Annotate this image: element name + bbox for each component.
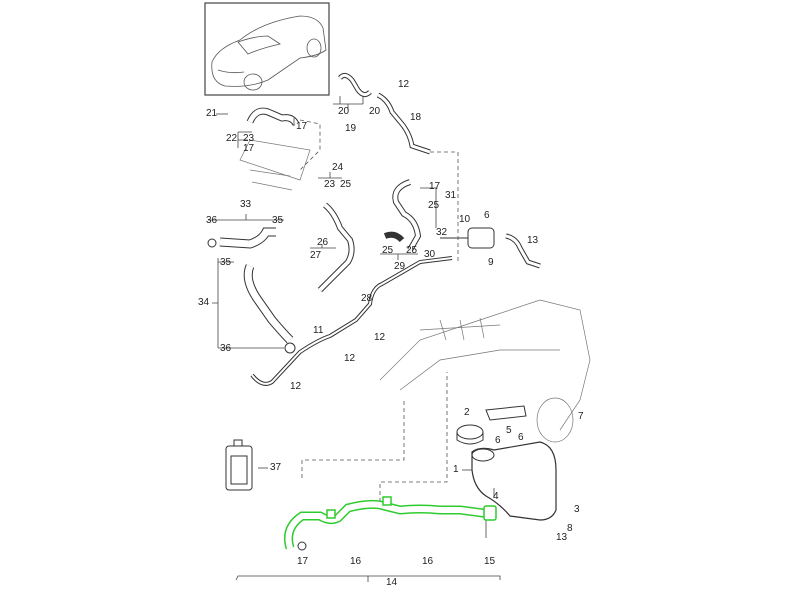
callout-19: 19: [345, 123, 357, 134]
callout-16: 16: [350, 556, 362, 567]
callout-32: 32: [436, 227, 448, 238]
callout-17: 17: [429, 181, 441, 192]
callout-7: 7: [578, 411, 584, 422]
callout-6: 6: [518, 432, 524, 443]
callout-14: 14: [386, 577, 398, 588]
callout-33: 33: [240, 199, 252, 210]
callout-23: 23: [324, 179, 336, 190]
callout-13: 13: [556, 532, 568, 543]
callout-5: 5: [506, 425, 512, 436]
callout-35: 35: [220, 257, 232, 268]
callout-6: 6: [484, 210, 490, 221]
callout-12: 12: [290, 381, 302, 392]
callout-20: 20: [369, 106, 381, 117]
highlighted-part-14: [284, 496, 497, 551]
callout-23: 23: [243, 133, 255, 144]
callout-12: 12: [344, 353, 356, 364]
callout-25: 25: [428, 200, 440, 211]
callout-28: 28: [361, 293, 373, 304]
callout-11: 11: [313, 325, 324, 336]
callout-20: 20: [338, 106, 350, 117]
callout-37: 37: [270, 462, 282, 473]
callout-25: 25: [340, 179, 352, 190]
callout-15: 15: [484, 556, 496, 567]
callout-36: 36: [220, 343, 232, 354]
vehicle-thumbnail-frame: [204, 2, 330, 96]
callout-10: 10: [459, 214, 471, 225]
callout-18: 18: [410, 112, 422, 123]
callout-4: 4: [493, 491, 499, 502]
callout-2: 2: [464, 407, 470, 418]
callout-31: 31: [445, 190, 457, 201]
callout-35: 35: [272, 215, 284, 226]
callout-25: 25: [406, 245, 418, 256]
callout-34: 34: [198, 297, 210, 308]
callout-24: 24: [332, 162, 344, 173]
callout-17: 17: [296, 121, 308, 132]
callout-25: 25: [382, 245, 394, 256]
callout-12: 12: [374, 332, 386, 343]
callout-3: 3: [574, 504, 580, 515]
callout-36: 36: [206, 215, 218, 226]
callout-1: 1: [453, 464, 459, 475]
callout-8: 8: [567, 523, 573, 534]
callout-30: 30: [424, 249, 436, 260]
callout-16: 16: [422, 556, 434, 567]
callout-27: 27: [310, 250, 322, 261]
callout-17: 17: [243, 143, 255, 154]
callout-29: 29: [394, 261, 406, 272]
callout-12: 12: [398, 79, 410, 90]
vehicle-thumbnail-icon: [211, 15, 327, 91]
callout-21: 21: [206, 108, 218, 119]
callout-9: 9: [488, 257, 494, 268]
callout-26: 26: [317, 237, 329, 248]
callout-6: 6: [495, 435, 501, 446]
callout-13: 13: [527, 235, 539, 246]
callout-17: 17: [297, 556, 309, 567]
callout-22: 22: [226, 133, 238, 144]
